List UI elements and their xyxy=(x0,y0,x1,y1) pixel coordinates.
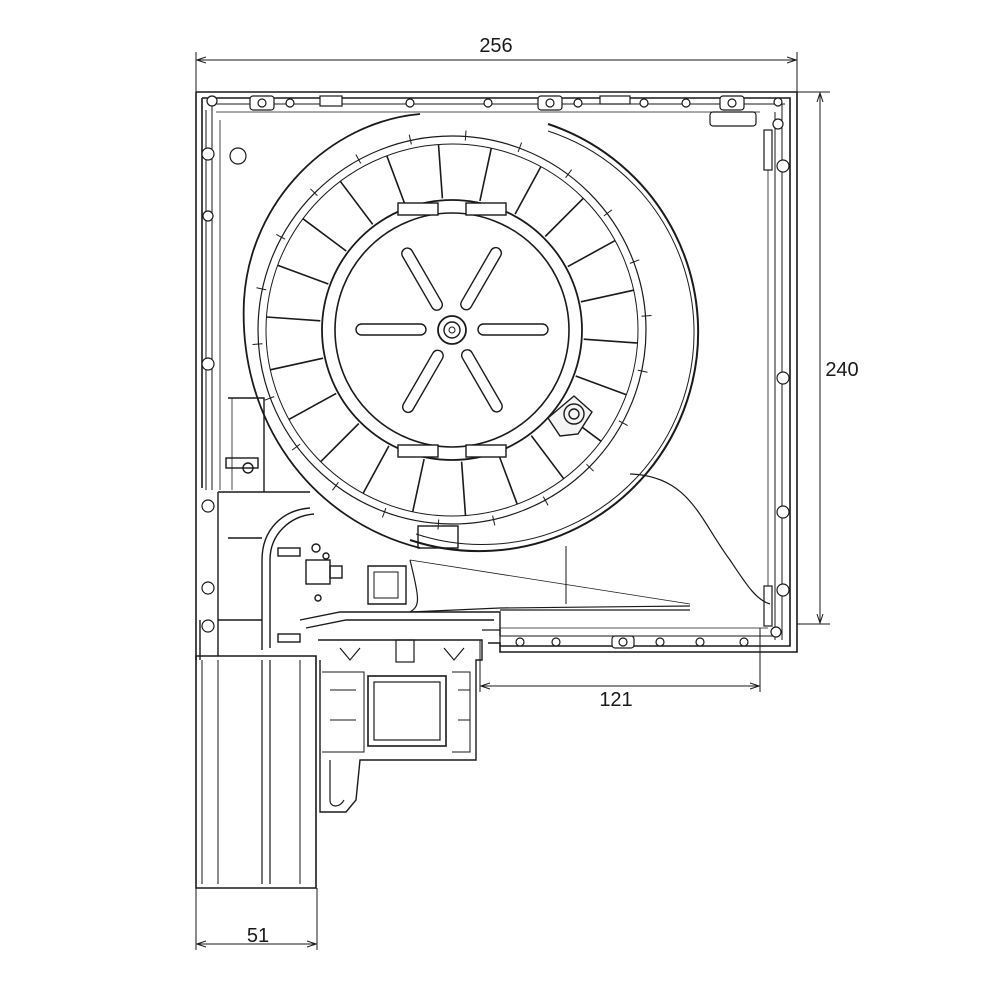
drum-ring-tick xyxy=(310,188,318,197)
drum-ring-tick xyxy=(331,481,339,491)
drum-ring-tick xyxy=(603,209,613,217)
dimension-right xyxy=(797,91,830,625)
drum-ring-tick xyxy=(408,134,412,145)
dimension-inner xyxy=(479,628,761,692)
drum-spoke xyxy=(320,422,360,463)
dimension-inner-label: 121 xyxy=(599,689,632,711)
drum-spoke xyxy=(583,338,638,344)
drum-ring-tick xyxy=(618,420,628,427)
drum-spoke xyxy=(288,392,337,421)
dimension-bottom-label: 51 xyxy=(247,925,269,947)
drum-spoke xyxy=(497,453,518,505)
drum-ring-tick xyxy=(256,287,267,291)
drum-ring-tick xyxy=(381,507,387,518)
drum-spoke xyxy=(479,148,493,202)
drum-spoke xyxy=(437,144,444,199)
drum-ring-tick xyxy=(291,443,301,451)
drum-spoke xyxy=(460,461,467,516)
drum-ring-tick xyxy=(641,315,652,317)
drum-spoke xyxy=(339,180,374,225)
bottom-clips xyxy=(515,635,749,649)
drum-spoke xyxy=(580,289,634,303)
drum-spoke xyxy=(544,197,584,238)
drum-ring-tick xyxy=(517,142,523,153)
roller-drum xyxy=(242,113,700,553)
drum-spoke xyxy=(411,458,425,512)
drum-spoke xyxy=(362,445,390,494)
drum-spoke xyxy=(266,316,321,322)
dimension-top xyxy=(195,52,798,92)
drum-spoke xyxy=(514,166,542,215)
drum-ring-tick xyxy=(492,515,496,526)
top-clips xyxy=(206,95,783,127)
left-chamber xyxy=(217,397,501,656)
drum-spoke xyxy=(530,435,565,480)
dimension-right-label: 240 xyxy=(825,359,858,381)
drum-spoke xyxy=(386,155,407,207)
drum-ring-tick xyxy=(464,130,467,141)
dimension-top-label: 256 xyxy=(479,35,512,57)
right-clips xyxy=(763,118,790,638)
drum-ring-tick xyxy=(264,396,275,401)
dimension-bottom xyxy=(195,888,318,950)
drum-spoke xyxy=(575,375,627,396)
drum-spoke xyxy=(302,218,347,252)
housing-frame xyxy=(195,91,798,660)
drum-spoke xyxy=(277,264,329,285)
drum-ring-tick xyxy=(437,519,440,530)
drum-ring-tick xyxy=(629,259,640,264)
drum-ring-tick xyxy=(565,169,572,178)
drum-ring-tick xyxy=(276,233,286,240)
drum-ring-tick xyxy=(586,463,594,472)
drum-ring-tick xyxy=(355,154,362,164)
drum-spoke xyxy=(270,357,324,371)
window-profile xyxy=(195,620,501,889)
drum-spoke xyxy=(567,239,616,268)
drum-ring-tick xyxy=(252,343,263,345)
left-clips xyxy=(201,147,247,633)
drum-ring-tick xyxy=(542,496,549,506)
drum-ring-tick xyxy=(637,369,648,373)
